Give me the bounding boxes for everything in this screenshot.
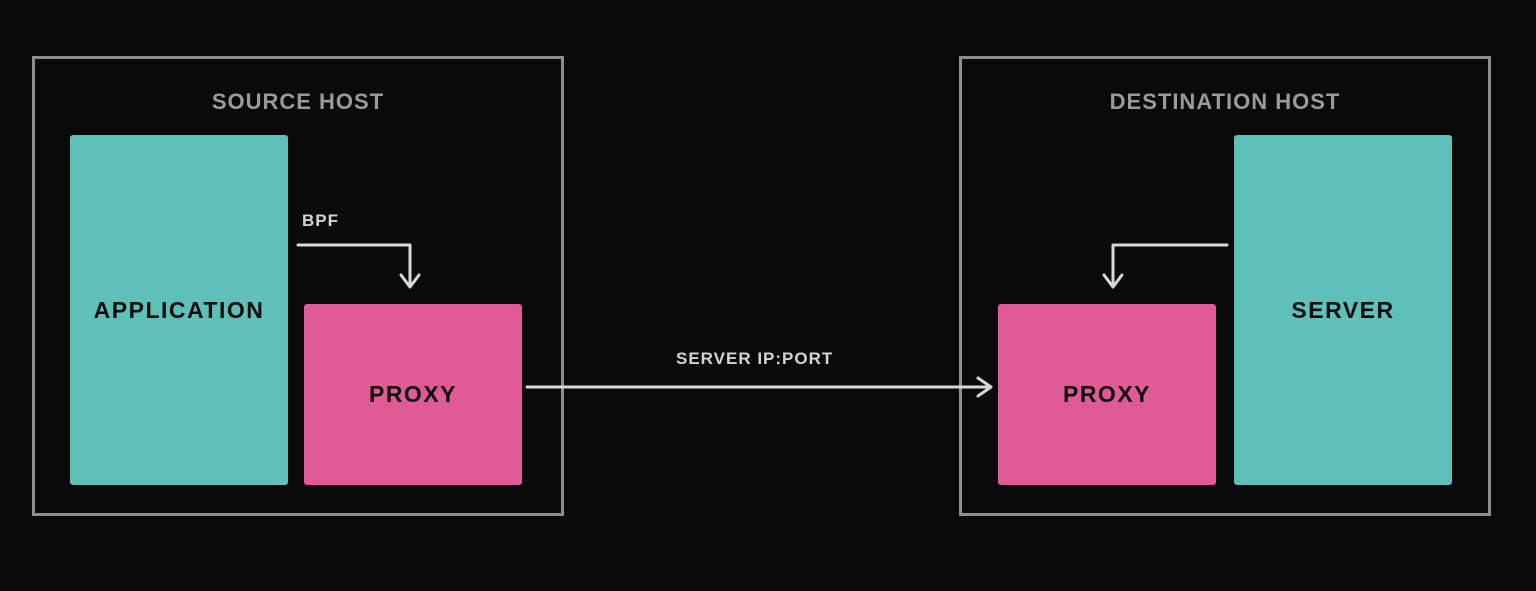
destination-proxy-label: PROXY <box>1062 381 1152 407</box>
server-box: SERVER <box>1234 135 1452 485</box>
source-proxy-label: PROXY <box>368 381 458 407</box>
destination-host-frame: DESTINATION HOST <box>959 56 1491 516</box>
bpf-label: BPF <box>302 211 339 230</box>
destination-host-title: DESTINATION HOST <box>1109 89 1341 114</box>
connection-arrow-head <box>976 376 993 398</box>
source-host-frame: SOURCE HOST <box>32 56 564 516</box>
bpf-arrow-head <box>399 273 421 289</box>
server-ipport-label: SERVER IP:PORT <box>676 349 834 368</box>
source-proxy-box: PROXY <box>304 304 522 485</box>
destination-proxy-box: PROXY <box>998 304 1216 485</box>
server-label: SERVER <box>1291 296 1395 323</box>
source-host-title: SOURCE HOST <box>211 89 385 114</box>
bpf-arrow-line <box>296 243 412 288</box>
application-label: APPLICATION <box>93 296 265 323</box>
server-arrow-line <box>1111 243 1229 288</box>
application-box: APPLICATION <box>70 135 288 485</box>
server-arrow-head <box>1102 273 1124 289</box>
